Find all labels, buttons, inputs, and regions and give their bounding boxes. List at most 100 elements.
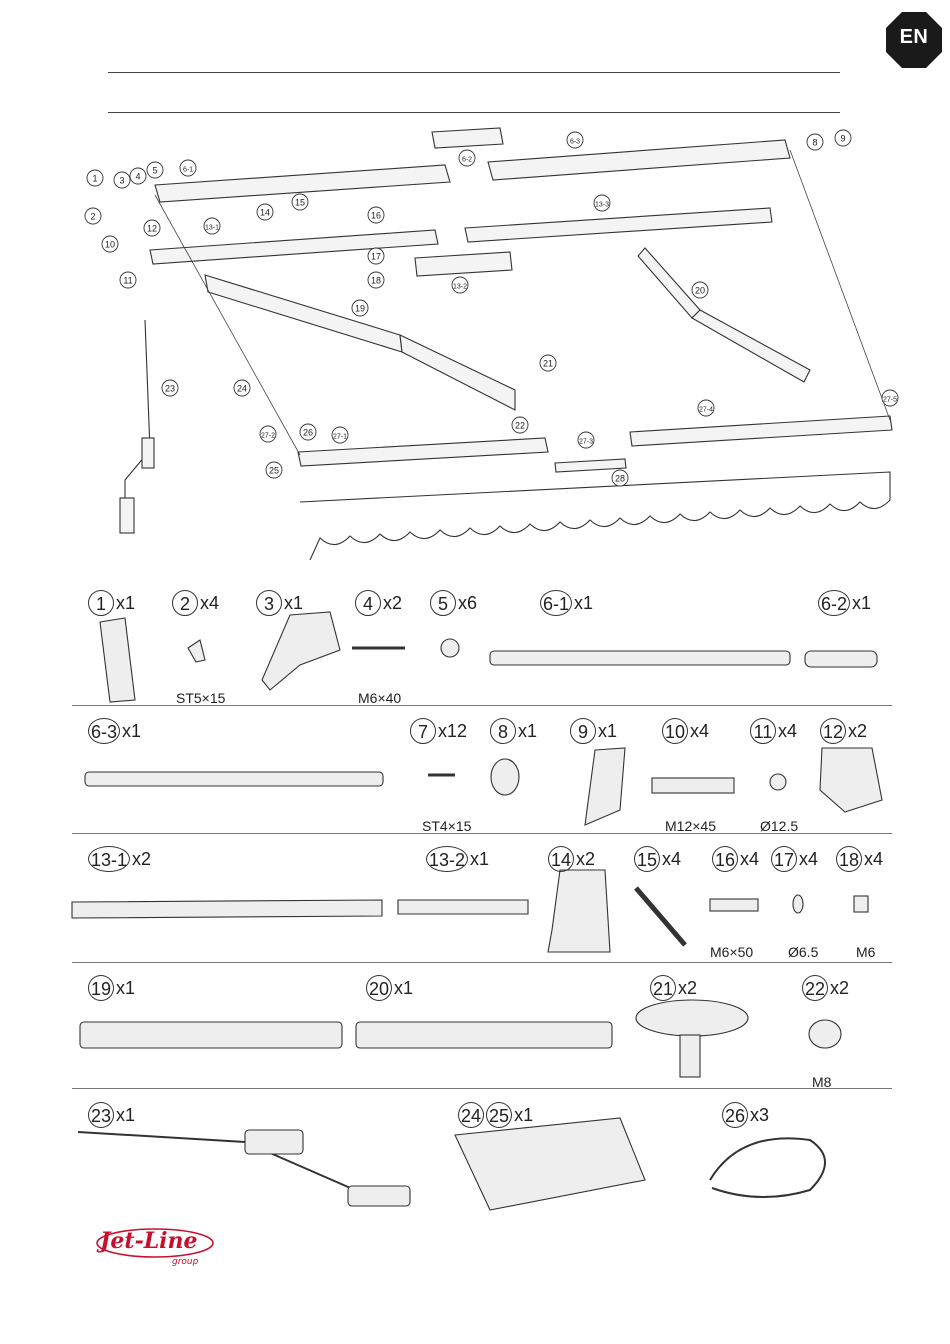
diagram-callout-10: 10 xyxy=(101,235,119,253)
diagram-callout-13-1: 13-1 xyxy=(203,217,221,235)
part-number-circle: 6-1 xyxy=(540,590,573,616)
part-16-drawing xyxy=(709,898,759,912)
part-number-circle: 23 xyxy=(88,1102,115,1128)
diagram-callout-27-3: 27-3 xyxy=(577,431,595,449)
part-number-circle: 10 xyxy=(662,718,689,744)
part-quantity: x6 xyxy=(458,592,478,613)
part-quantity: x1 xyxy=(116,592,136,613)
part-number-circle: 15 xyxy=(634,846,661,872)
part-21-stem xyxy=(679,1034,701,1078)
part-number-circle: 25 xyxy=(486,1102,513,1128)
part-quantity: x1 xyxy=(470,848,490,869)
part-16-spec: M6×50 xyxy=(710,944,754,960)
part-number-circle: 4 xyxy=(355,590,381,616)
logo-subtext: group xyxy=(172,1257,199,1267)
svg-text:9: 9 xyxy=(840,134,845,144)
part-number-circle: 13-2 xyxy=(426,846,469,872)
tube-6-1 xyxy=(154,164,451,203)
diagram-callout-20: 20 xyxy=(691,281,709,299)
diagram-callout-9: 9 xyxy=(834,129,852,147)
svg-text:27-4: 27-4 xyxy=(699,407,713,414)
diagram-callout-26: 26 xyxy=(299,423,317,441)
svg-text:27-3: 27-3 xyxy=(579,439,593,446)
part-quantity: x2 xyxy=(383,592,403,613)
svg-text:6-2: 6-2 xyxy=(462,157,472,164)
front-bar-27-1 xyxy=(297,437,549,467)
part-quantity: x4 xyxy=(740,848,760,869)
svg-text:10: 10 xyxy=(105,240,115,250)
diagram-callout-27-1: 27-1 xyxy=(331,426,349,444)
part-number-circle: 24 xyxy=(458,1102,485,1128)
diagram-callout-23: 23 xyxy=(161,379,179,397)
arm-20 xyxy=(637,247,701,319)
part-6-2-drawing xyxy=(804,650,878,668)
svg-text:1: 1 xyxy=(92,174,97,184)
bar-13-1-right xyxy=(464,207,773,243)
part-26-drawing xyxy=(709,1137,826,1199)
part-number-circle: 3 xyxy=(256,590,282,616)
part-11-spec: Ø12.5 xyxy=(760,818,799,834)
svg-text:8: 8 xyxy=(812,138,817,148)
svg-text:13-1: 13-1 xyxy=(205,225,219,232)
svg-text:11: 11 xyxy=(123,276,132,286)
table-row-divider-3 xyxy=(72,962,892,963)
diagram-callout-15: 15 xyxy=(291,193,309,211)
part-12-drawing xyxy=(819,747,883,813)
diagram-callout-4: 4 xyxy=(129,167,147,185)
part-6-1-drawing xyxy=(489,650,791,666)
diagram-callout-5: 5 xyxy=(146,161,164,179)
arm-19-fore xyxy=(399,334,516,411)
part-quantity: x4 xyxy=(200,592,220,613)
diagram-callout-13-3: 13-3 xyxy=(593,194,611,212)
crank-grip xyxy=(119,497,135,534)
part-23-sleeve xyxy=(244,1129,304,1155)
part-17-spec: Ø6.5 xyxy=(788,944,819,960)
part-quantity: x1 xyxy=(394,977,414,998)
svg-text:13-2: 13-2 xyxy=(453,284,467,291)
diagram-callout-6-2: 6-2 xyxy=(458,149,476,167)
part-quantity: x4 xyxy=(662,848,682,869)
diagram-callout-18: 18 xyxy=(367,271,385,289)
diagram-callout-8: 8 xyxy=(806,133,824,151)
diagram-callout-16: 16 xyxy=(367,206,385,224)
svg-text:17: 17 xyxy=(371,252,381,262)
svg-text:21: 21 xyxy=(543,359,553,369)
svg-text:27-1: 27-1 xyxy=(333,434,347,441)
part-number-circle: 7 xyxy=(410,718,436,744)
part-7-spec: ST4×15 xyxy=(422,818,472,834)
part-number-circle: 8 xyxy=(490,718,516,744)
svg-text:2: 2 xyxy=(90,212,95,222)
svg-text:20: 20 xyxy=(695,286,705,296)
part-24-25-drawing xyxy=(454,1117,646,1211)
part-quantity: x2 xyxy=(678,977,698,998)
part-number-circle: 5 xyxy=(430,590,456,616)
part-number-circle: 21 xyxy=(650,975,677,1001)
part-18-drawing xyxy=(853,895,869,913)
part-quantity: x1 xyxy=(116,977,136,998)
part-quantity: x2 xyxy=(576,848,596,869)
part-17-drawing xyxy=(792,894,804,914)
part-4-spec: M6×40 xyxy=(358,690,402,706)
part-number-circle: 6-3 xyxy=(88,718,121,744)
svg-text:15: 15 xyxy=(295,198,305,208)
part-number-circle: 2 xyxy=(172,590,198,616)
part-23-grip xyxy=(347,1185,411,1207)
part-9-drawing xyxy=(584,747,626,826)
part-number-circle: 6-2 xyxy=(818,590,851,616)
part-23-drawing xyxy=(77,1131,356,1191)
part-number-circle: 11 xyxy=(750,718,776,744)
diagram-callout-13-2: 13-2 xyxy=(451,276,469,294)
part-number-circle: 17 xyxy=(771,846,798,872)
